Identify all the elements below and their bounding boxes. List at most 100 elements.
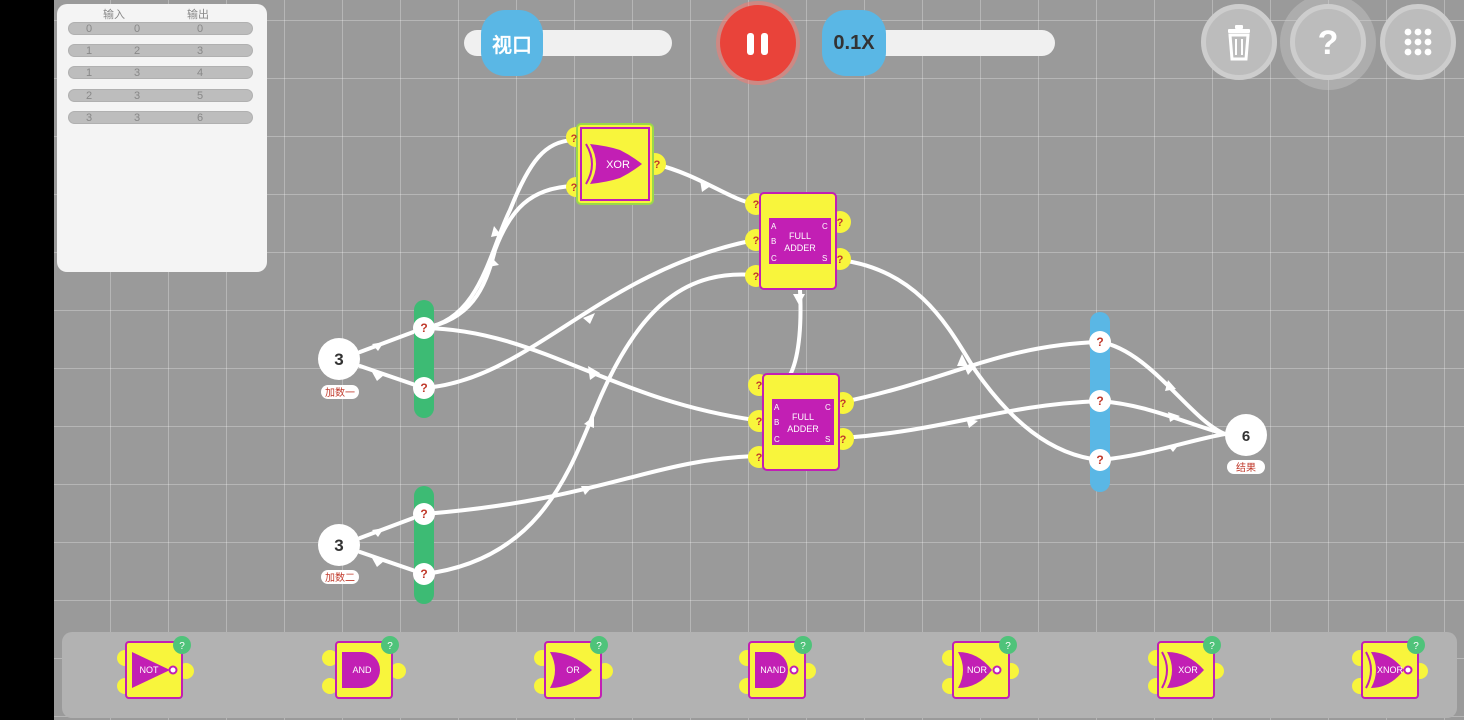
truth-table-panel: 输入 输出 0 0 0 1 2 3 1 3 4 2 3 5 3 3 6 — [57, 4, 267, 272]
pin-unknown: ? — [1096, 394, 1103, 408]
toolbox-xor-gate[interactable]: XOR ? — [1148, 636, 1224, 699]
wire-arrow — [1165, 380, 1176, 391]
wire-arrow — [964, 366, 976, 375]
delete-button[interactable] — [1201, 4, 1277, 80]
splitter-pin — [413, 503, 435, 525]
xor-gate-curve — [585, 143, 593, 185]
full-adder-2[interactable]: FULL ADDER A B C C S ? ? ? ? ? — [748, 373, 854, 471]
help-badge — [173, 636, 191, 654]
adder-pin-b: B — [774, 418, 779, 427]
pin-unknown: ? — [571, 182, 578, 194]
speed-slider-knob[interactable]: 0.1X — [822, 10, 886, 76]
adder-pin-s: S — [822, 254, 827, 263]
splitter-pins[interactable]: ? ? ? ? ? ? ? — [413, 317, 1111, 585]
wire — [358, 364, 426, 390]
svg-text:?: ? — [596, 641, 602, 652]
wire-arrow — [966, 418, 978, 428]
truth-table-row: 0 0 0 — [68, 22, 253, 35]
wire-arrows — [372, 180, 1180, 567]
wire-arrow — [372, 372, 384, 381]
toolbox-gate-label: XNOR — [1377, 665, 1404, 675]
adder-pin-s: S — [825, 435, 830, 444]
toolbox-not-gate[interactable]: NOT ? — [117, 636, 194, 699]
wire — [422, 272, 757, 576]
splitter-pin — [413, 377, 435, 399]
input-b-label: 加数二 — [325, 571, 355, 584]
trash-icon — [1228, 25, 1250, 61]
toolbox-or-gate[interactable]: OR ? — [534, 636, 613, 699]
splitter-pin — [413, 317, 435, 339]
pin-unknown: ? — [420, 321, 427, 335]
wire-arrow — [1168, 412, 1180, 422]
svg-text:?: ? — [1209, 641, 1215, 652]
pin-unknown: ? — [753, 271, 760, 283]
output-value: 6 — [1242, 428, 1250, 445]
pin-unknown: ? — [756, 452, 763, 464]
pin-unknown: ? — [1096, 335, 1103, 349]
help-badge — [794, 636, 812, 654]
help-badge — [999, 636, 1017, 654]
circuit-board[interactable] — [54, 0, 1464, 720]
pin-unknown: ? — [654, 159, 661, 171]
xor-gate-label: XOR — [606, 159, 630, 171]
wire-arrow — [583, 313, 595, 324]
adder-pin-b: B — [771, 237, 776, 246]
pin-unknown: ? — [420, 567, 427, 581]
pin-unknown: ? — [420, 507, 427, 521]
truth-table-row: 1 2 3 — [68, 44, 253, 57]
wire — [1098, 432, 1227, 462]
toolbox-xnor-gate[interactable]: XNOR ? — [1352, 636, 1428, 699]
wire-arrow — [372, 342, 384, 351]
pin-unknown: ? — [840, 434, 847, 446]
toolbox-and-gate[interactable]: AND ? — [322, 636, 406, 699]
full-adder-1[interactable]: FULL ADDER A B C C S ? ? ? ? ? — [745, 192, 851, 290]
wire-arrow — [1168, 443, 1180, 452]
splitter-pin — [1089, 390, 1111, 412]
pin-unknown: ? — [837, 217, 844, 229]
wire-arrow — [957, 354, 968, 366]
menu-button[interactable] — [1380, 4, 1456, 80]
grid-menu-icon — [1404, 28, 1432, 56]
adder-pin-c-out: C — [822, 222, 828, 231]
adder-pin-c: C — [771, 254, 777, 263]
pin-unknown: ? — [571, 133, 578, 145]
pin-unknown: ? — [1096, 453, 1103, 467]
wire-arrow — [488, 257, 499, 267]
adder-pin-a: A — [771, 222, 777, 231]
toolbox-nor-gate[interactable]: NOR ? — [942, 636, 1019, 699]
svg-text:?: ? — [1318, 24, 1339, 62]
wire-arrow — [588, 366, 600, 380]
wire-arrow — [584, 416, 594, 428]
wire — [1098, 399, 1227, 436]
output-node[interactable]: 6 结果 — [1225, 414, 1267, 474]
viewport-slider-knob[interactable]: 视口 — [481, 10, 543, 76]
wire-arrow — [700, 180, 712, 192]
pin-unknown: ? — [756, 416, 763, 428]
toolbox-nand-gate[interactable]: NAND ? — [739, 636, 816, 699]
wire — [422, 184, 575, 330]
svg-text:?: ? — [1413, 641, 1419, 652]
wire-arrow — [372, 528, 384, 537]
splitter-pin — [1089, 331, 1111, 353]
wire — [841, 340, 1102, 404]
pin-unknown: ? — [837, 254, 844, 266]
adder-pin-c-out: C — [825, 403, 831, 412]
adder-label-line2: ADDER — [784, 243, 816, 253]
wire — [358, 512, 426, 540]
input-a-label: 加数一 — [325, 386, 355, 399]
truth-table-input-header: 输入 — [103, 9, 125, 21]
adder-label-line1: FULL — [789, 231, 811, 241]
adder-pin-c: C — [774, 435, 780, 444]
splitter-pin — [413, 563, 435, 585]
wire — [841, 399, 1102, 440]
toolbox-gate-label: OR — [566, 665, 580, 675]
pause-button[interactable] — [720, 5, 796, 81]
xor-gate[interactable]: XOR ? ? ? — [566, 123, 666, 205]
wire — [422, 454, 757, 516]
input-node-b[interactable]: 3 加数二 — [318, 524, 360, 584]
input-node-a[interactable]: 3 加数一 — [318, 338, 360, 399]
help-button[interactable]: ? — [1290, 4, 1366, 80]
adder-label-line1: FULL — [792, 412, 814, 422]
wire-arrow — [372, 558, 384, 567]
